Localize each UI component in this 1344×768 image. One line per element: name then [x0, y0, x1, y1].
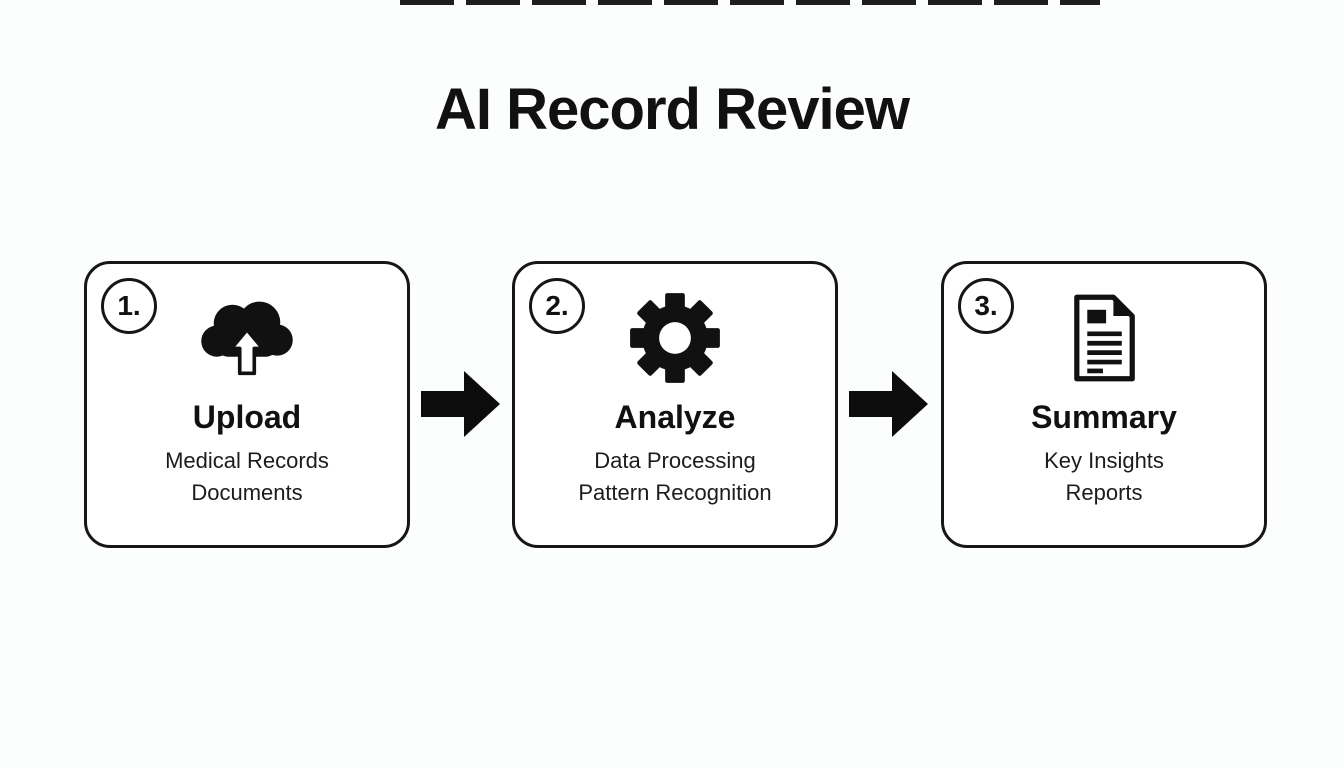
top-edge-strip — [400, 0, 1100, 5]
step-title: Analyze — [614, 399, 736, 435]
step-number-badge: 2. — [529, 278, 585, 334]
step-number-badge: 3. — [958, 278, 1014, 334]
step-description-line: Documents — [191, 480, 303, 506]
step-description: Data Processing Pattern Recognition — [578, 445, 771, 509]
step-title: Summary — [1031, 399, 1177, 435]
step-title: Upload — [192, 399, 302, 435]
step-description-line: Data Processing — [594, 448, 756, 474]
step-card-analyze: 2. Analyze Data Processing Pa — [512, 261, 838, 548]
step-description-line: Medical Records — [165, 448, 329, 474]
gear-icon — [629, 292, 721, 384]
step-description-line: Reports — [1065, 480, 1143, 506]
step-card-summary: 3. Summary Key Insights Reports — [941, 261, 1267, 548]
step-description-line: Key Insights — [1044, 448, 1164, 474]
arrow-right-icon — [849, 370, 929, 443]
document-icon — [1065, 292, 1143, 384]
cloud-upload-icon — [195, 292, 299, 384]
step-description-line: Pattern Recognition — [578, 480, 772, 506]
step-card-upload: 1. Upload Medical Records Documents — [84, 261, 410, 548]
arrow-right-icon — [421, 370, 501, 443]
step-number-badge: 1. — [101, 278, 157, 334]
page-title: AI Record Review — [435, 77, 910, 142]
step-description: Key Insights Reports — [1044, 445, 1164, 509]
step-description: Medical Records Documents — [165, 445, 329, 509]
